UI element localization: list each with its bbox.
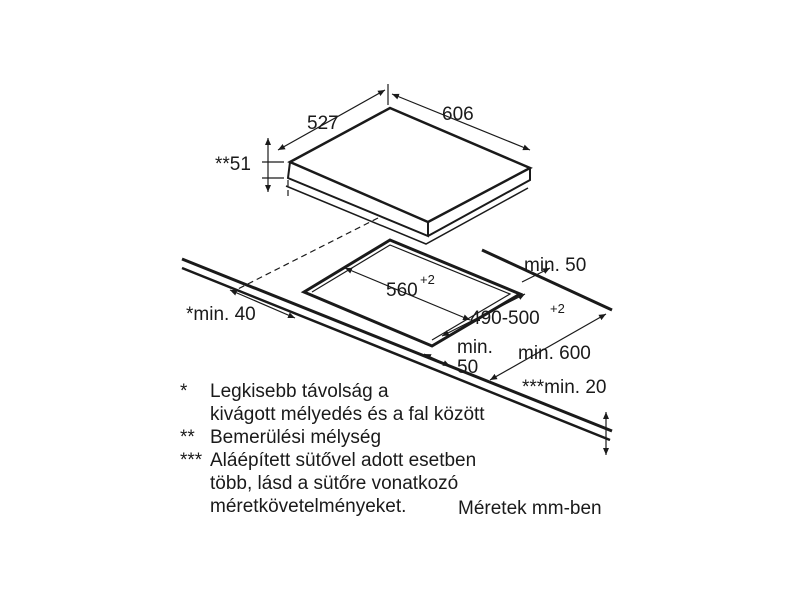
cutout-width-tol-label: +2 xyxy=(420,272,435,287)
dimension-lines xyxy=(229,84,609,455)
note-wall-distance: * Legkisebb távolság a kivágott mélyedés … xyxy=(180,380,485,426)
worktop-thickness-label: ***min. 20 xyxy=(522,377,607,398)
note-text: méretkövetelményeket. xyxy=(210,496,407,517)
front-distance-label-2: 50 xyxy=(457,357,478,378)
note-marker: ** xyxy=(180,427,195,448)
worktop-edge-min-label: min. 50 xyxy=(524,255,586,276)
cutout-depth-tol-label: +2 xyxy=(550,301,565,316)
note-oven: *** Aláépített sütővel adott esetben több… xyxy=(180,449,476,518)
dim-527-line xyxy=(277,89,386,151)
dim-min50-front-line xyxy=(423,353,451,367)
projection-lines xyxy=(231,180,379,293)
units-note: Méretek mm-ben xyxy=(458,498,602,519)
note-text: Aláépített sütővel adott esetben xyxy=(210,450,477,471)
wall-distance-label: *min. 40 xyxy=(186,304,256,325)
hob-left-side xyxy=(286,161,429,238)
worktop-depth-label: min. 600 xyxy=(518,343,591,364)
note-text: több, lásd a sütőre vonatkozó xyxy=(210,473,459,494)
worktop-back-edge xyxy=(181,257,613,433)
install-depth-label: **51 xyxy=(215,154,251,175)
dim-min600-line xyxy=(489,313,607,381)
note-text: kivágott mélyedés és a fal között xyxy=(210,404,485,425)
dim-min50-back-line xyxy=(521,267,551,283)
dim-min40-line xyxy=(229,289,296,319)
hob-depth-label: 527 xyxy=(307,113,339,134)
hob-underside xyxy=(285,185,529,245)
dim-490-line xyxy=(441,293,526,337)
dim-606-line xyxy=(391,93,531,151)
note-marker: * xyxy=(180,381,188,402)
hob-right-side xyxy=(427,168,531,237)
hob-width-label: 606 xyxy=(442,104,474,125)
note-install-depth: ** Bemerülési mélység xyxy=(180,426,381,449)
note-marker: *** xyxy=(180,450,203,471)
note-text: Bemerülési mélység xyxy=(210,427,382,448)
worktop-side-edge xyxy=(481,248,613,312)
front-distance-label-1: min. xyxy=(457,337,493,358)
cutout-width-label: 560 xyxy=(386,280,418,301)
cutout-depth-label: 490-500 xyxy=(470,308,540,329)
note-text: Legkisebb távolság a xyxy=(210,381,389,402)
